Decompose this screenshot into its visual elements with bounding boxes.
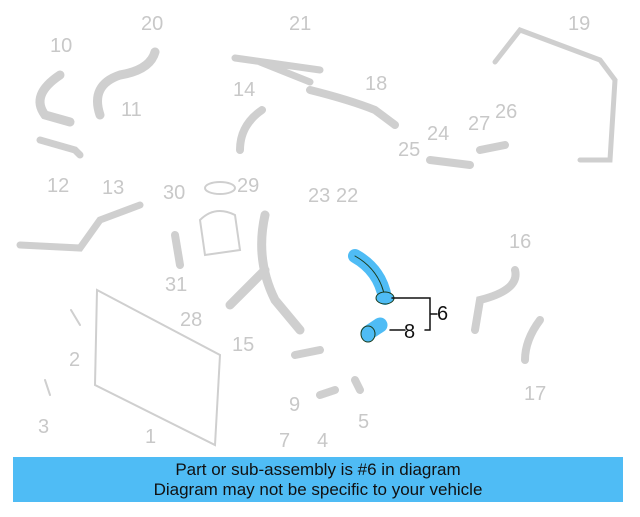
callout-2: 2 (69, 349, 81, 371)
callout-27: 27 (468, 113, 491, 135)
callout-16: 16 (509, 231, 532, 253)
callout-19: 19 (568, 13, 591, 35)
callout-11: 11 (121, 99, 142, 121)
callout-23: 23 (308, 185, 331, 207)
callout-22: 22 (336, 185, 359, 207)
callout-30: 30 (163, 182, 186, 204)
callout-17: 17 (524, 383, 547, 405)
callout-24: 24 (427, 123, 450, 145)
callout-31: 31 (165, 274, 188, 296)
callout-15: 15 (232, 334, 255, 356)
callout-28: 28 (180, 309, 203, 331)
callout-13: 13 (102, 177, 125, 199)
callout-18: 18 (365, 73, 388, 95)
info-banner: Part or sub-assembly is #6 in diagram Di… (13, 457, 623, 502)
callout-29: 29 (237, 175, 260, 197)
callout-10: 10 (50, 35, 73, 57)
callout-12: 12 (47, 175, 70, 197)
callout-5: 5 (358, 411, 370, 433)
banner-line-2: Diagram may not be specific to your vehi… (153, 480, 483, 499)
banner-line-1: Part or sub-assembly is #6 in diagram (175, 460, 461, 479)
callout-8: 8 (404, 321, 416, 343)
callout-7: 7 (279, 430, 291, 452)
callout-20: 20 (141, 13, 164, 35)
callout-4: 4 (317, 430, 329, 452)
callout-1: 1 (145, 426, 157, 448)
callout-26: 26 (495, 101, 518, 123)
callout-21: 21 (289, 13, 312, 35)
callout-3: 3 (38, 416, 50, 438)
callout-9: 9 (289, 394, 301, 416)
callout-6: 6 (437, 303, 449, 325)
callout-25: 25 (398, 139, 421, 161)
callout-14: 14 (233, 79, 256, 101)
